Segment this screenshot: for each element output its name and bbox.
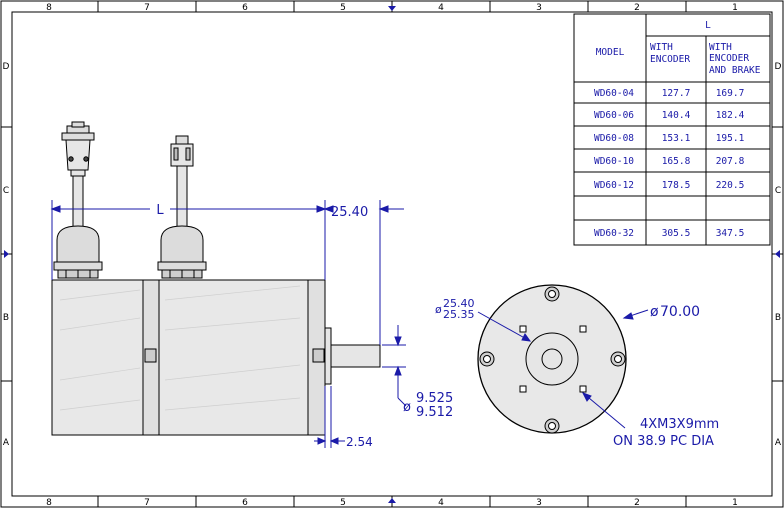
table-cell-model: WD60-32: [594, 228, 634, 239]
table-row: WD60-04 127.7 169.7: [594, 88, 744, 99]
table-cell-with-brake: 220.5: [716, 180, 745, 191]
dim-pilot-dia-max: 25.40: [443, 297, 475, 310]
table-cell-model: WD60-06: [594, 110, 634, 121]
table-cell-with-encoder: 153.1: [662, 133, 691, 144]
table-group-header: L: [705, 20, 711, 31]
table-col1-header-line1: WITH: [650, 42, 673, 53]
table-cell-with-encoder: 305.5: [662, 228, 691, 239]
zone-row-B-right: B: [775, 313, 781, 323]
zone-col-3-top: 3: [536, 3, 542, 13]
zone-row-A-left: A: [3, 438, 10, 448]
dim-L-label: L: [156, 203, 164, 218]
table-model-header: MODEL: [596, 47, 625, 58]
zone-col-2-top: 2: [634, 3, 640, 13]
zone-col-2-bottom: 2: [634, 498, 640, 508]
center-mark-right-icon: [775, 250, 780, 258]
dim-shaft-length: [323, 200, 404, 345]
table-cell-with-brake: 195.1: [716, 133, 745, 144]
motor-body: [51, 279, 381, 436]
dim-length-L: [50, 200, 327, 280]
cable-gland-left: [53, 225, 103, 279]
table-cell-with-brake: 169.7: [716, 88, 745, 99]
center-mark-top-icon: [388, 6, 396, 11]
table-col2-header-line3: AND BRAKE: [709, 65, 761, 76]
dim-flange: [314, 386, 345, 448]
table-row: WD60-08 153.1 195.1: [594, 133, 745, 144]
cable-gland-right: [157, 225, 207, 279]
zone-row-D-right: D: [775, 62, 782, 72]
spec-table: [573, 13, 771, 246]
table-cell-with-brake: 347.5: [716, 228, 745, 239]
dim-outer-dia-symbol: ø: [650, 304, 659, 320]
zone-col-7-bottom: 7: [144, 498, 150, 508]
zone-col-6-bottom: 6: [242, 498, 248, 508]
zone-col-5-bottom: 5: [340, 498, 346, 508]
zone-row-C-right: C: [775, 186, 781, 196]
zone-col-8-bottom: 8: [46, 498, 52, 508]
table-row: WD60-10 165.8 207.8: [594, 156, 745, 167]
encoder-connector-right: [170, 135, 194, 229]
center-mark-left-icon: [4, 250, 9, 258]
zone-col-6-top: 6: [242, 3, 248, 13]
zone-col-1-top: 1: [732, 3, 738, 13]
dim-outer-dia: 70.00: [660, 304, 700, 320]
dim-flange-label: 2.54: [346, 435, 373, 449]
zone-col-4-top: 4: [438, 3, 444, 13]
dim-pilot-dia-min: 25.35: [443, 308, 475, 321]
table-cell-model: WD60-10: [594, 156, 634, 167]
front-leaders: [477, 309, 649, 429]
zone-col-4-bottom: 4: [438, 498, 444, 508]
dim-shaft-length-label: 25.40: [331, 205, 368, 220]
table-row: WD60-32 305.5 347.5: [594, 228, 744, 239]
zone-col-8-top: 8: [46, 3, 52, 13]
table-cell-with-brake: 207.8: [716, 156, 745, 167]
zone-col-7-top: 7: [144, 3, 150, 13]
table-col2-header-line1: WITH: [709, 42, 732, 53]
table-col2-header-line2: ENCODER: [709, 53, 749, 64]
body-shading: [59, 285, 301, 411]
zone-row-C-left: C: [3, 186, 9, 196]
zone-row-D-left: D: [3, 62, 10, 72]
table-cell-model: WD60-08: [594, 133, 634, 144]
table-cell-model: WD60-04: [594, 88, 634, 99]
table-cell-with-brake: 182.4: [716, 110, 745, 121]
dim-holes-spec: 4XM3X9mm: [640, 417, 719, 432]
table-col1-header-line2: ENCODER: [650, 54, 690, 65]
table-cell-with-encoder: 140.4: [662, 110, 691, 121]
zone-col-1-bottom: 1: [732, 498, 738, 508]
table-cell-with-encoder: 178.5: [662, 180, 691, 191]
dim-holes-pcd: ON 38.9 PC DIA: [613, 434, 714, 449]
center-mark-bottom-icon: [388, 498, 396, 503]
table-cell-with-encoder: 127.7: [662, 88, 691, 99]
dim-shaft-dia-min: 9.512: [416, 405, 453, 420]
table-cell-model: WD60-12: [594, 180, 634, 191]
zone-col-5-top: 5: [340, 3, 346, 13]
table-row: WD60-12 178.5 220.5: [594, 180, 744, 191]
encoder-connector-left: [61, 121, 95, 229]
dim-shaft-dia: [382, 325, 407, 407]
table-cell-with-encoder: 165.8: [662, 156, 691, 167]
mounting-bolt-icon: [479, 286, 626, 434]
dim-pilot-dia-symbol: ø: [435, 303, 442, 316]
zone-col-3-bottom: 3: [536, 498, 542, 508]
table-row: WD60-06 140.4 182.4: [594, 110, 745, 121]
zone-row-A-right: A: [775, 438, 782, 448]
dim-shaft-dia-max: 9.525: [416, 391, 453, 406]
dim-shaft-dia-symbol: ø: [403, 400, 411, 415]
zone-row-B-left: B: [3, 313, 9, 323]
